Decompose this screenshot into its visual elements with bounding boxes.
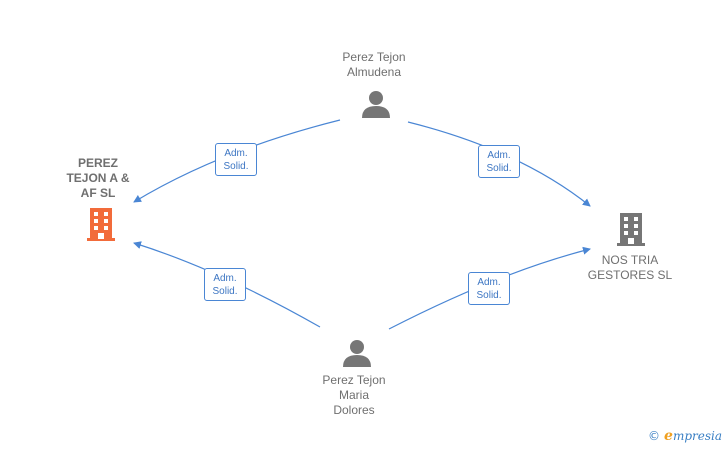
company-left-name[interactable]: PEREZ TEJON A & AF SL: [48, 156, 148, 201]
edge-label-top-left: Adm. Solid.: [215, 143, 257, 176]
edge-label-line1: Adm.: [213, 273, 237, 284]
building-icon[interactable]: [616, 212, 646, 246]
person-top-name[interactable]: Perez Tejon Almudena: [324, 50, 424, 80]
building-icon[interactable]: [86, 207, 116, 241]
person-icon[interactable]: [342, 339, 372, 367]
brand-initial: e: [664, 428, 673, 444]
edge-label-line2: Solid.: [476, 290, 502, 301]
person-bottom-name[interactable]: Perez Tejon Maria Dolores: [304, 373, 404, 418]
person-bottom-name-line2: Maria: [338, 388, 369, 402]
company-right-name-line1: NOS TRIA: [601, 253, 659, 267]
edge-label-top-right: Adm. Solid.: [478, 145, 520, 178]
edge-label-line1: Adm.: [224, 148, 248, 159]
person-bottom-name-line3: Dolores: [333, 403, 375, 417]
person-top-name-line1: Perez Tejon: [342, 50, 406, 64]
person-bottom-name-line1: Perez Tejon: [322, 373, 386, 387]
edge-label-line2: Solid.: [486, 163, 512, 174]
person-top-name-line2: Almudena: [346, 65, 402, 79]
edge-label-line1: Adm.: [477, 277, 501, 288]
company-left-name-line2: TEJON A &: [66, 171, 130, 185]
edge-label-bottom-right: Adm. Solid.: [468, 272, 510, 305]
company-left-name-line3: AF SL: [80, 186, 116, 200]
brand-name: mpresia: [672, 429, 722, 443]
company-left-name-line1: PEREZ: [77, 156, 118, 170]
company-right-name[interactable]: NOS TRIA GESTORES SL: [580, 253, 680, 283]
edge-label-line1: Adm.: [487, 150, 511, 161]
edge-label-line2: Solid.: [223, 161, 249, 172]
person-icon[interactable]: [361, 90, 391, 118]
company-right-name-line2: GESTORES SL: [587, 268, 673, 282]
edge-label-line2: Solid.: [212, 286, 238, 297]
copyright-symbol: ©: [648, 429, 661, 443]
empresia-logo: ©empresia: [648, 428, 722, 444]
edge-label-bottom-left: Adm. Solid.: [204, 268, 246, 301]
